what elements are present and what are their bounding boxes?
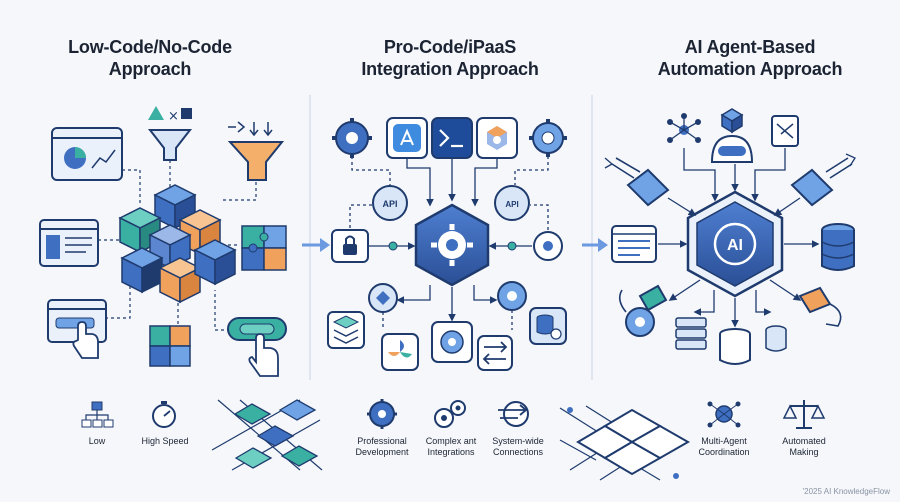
- gears-icon: [434, 400, 466, 428]
- funnel-orange-icon: [227, 121, 285, 181]
- connector-plug-icon: [790, 153, 856, 207]
- plug-cable-icon: [618, 284, 668, 313]
- pro-code-diagram: API API: [327, 117, 567, 371]
- puzzle-icon: [241, 225, 287, 271]
- dashboard-window-icon: [51, 127, 123, 181]
- section-title-ai-agent: AI Agent-Based Automation Approach: [657, 37, 843, 79]
- api-node-icon: API: [372, 185, 408, 221]
- gear-icon: [529, 119, 567, 157]
- circuit-blocks-icon: [211, 399, 323, 471]
- puzzle-bottom-icon: [149, 325, 191, 367]
- credit-text: '2025 AI KnowledgeFlow: [802, 487, 890, 496]
- app-logo-icon: [476, 117, 518, 159]
- feature-icons: [81, 399, 826, 481]
- route-node-icon: [368, 283, 398, 313]
- ai-label: AI: [727, 237, 743, 254]
- development-gear-icon: [367, 399, 397, 429]
- flow-arrow-icon: [302, 238, 330, 252]
- ai-agent-diagram: AI: [604, 108, 856, 365]
- section-title-pro-code: Pro-Code/iPaaS Integration Approach: [361, 37, 539, 79]
- api-node-icon: API: [494, 185, 530, 221]
- pinwheel-app-icon: [381, 333, 419, 371]
- stopwatch-icon: [152, 401, 176, 428]
- lock-icon: [331, 229, 369, 263]
- network-nodes-icon: [667, 113, 701, 143]
- database-icon: [821, 223, 855, 271]
- funnel-icon: [147, 129, 193, 161]
- settings-app-icon: [431, 321, 473, 363]
- arrows-circle-icon: [498, 401, 529, 427]
- database-small-icon: [765, 325, 787, 352]
- feature-label-low: Low: [88, 436, 106, 446]
- plug-cable-icon: [798, 286, 842, 327]
- api-label: API: [382, 199, 397, 209]
- integration-hub-icon: [414, 203, 490, 287]
- flow-arrow-icon: [582, 238, 608, 252]
- database-cylinder-icon: [719, 328, 751, 365]
- terminal-icon: [431, 117, 473, 159]
- feature-label-multi-agent-coordination: Multi-Agent Coordination: [698, 436, 750, 457]
- feature-label-high-speed: High Speed: [141, 436, 189, 446]
- balance-scale-icon: [782, 400, 826, 429]
- feature-label-system-wide-connections: System-wide Connections: [492, 436, 544, 457]
- database-settings-icon: [529, 307, 567, 345]
- multi-agent-icon: [707, 401, 741, 428]
- low-code-diagram: ×: [39, 106, 287, 377]
- app-store-icon: [386, 117, 428, 159]
- click-window-icon: [47, 299, 107, 359]
- agent-robot-icon: [710, 108, 754, 163]
- form-window-icon: [39, 219, 99, 267]
- layers-icon: [327, 311, 365, 349]
- svg-text:×: ×: [168, 109, 179, 124]
- server-stack-icon: [675, 317, 707, 350]
- feature-label-complex-integrations: Complex ant Integrations: [425, 436, 477, 457]
- gear-icon: [497, 281, 527, 311]
- list-window-icon: [611, 225, 657, 263]
- task-document-icon: [771, 115, 799, 147]
- swap-arrows-icon: [477, 335, 513, 371]
- section-title-low-code: Low-Code/No-Code Approach: [68, 37, 232, 79]
- ai-hub-icon: AI: [686, 190, 784, 298]
- shapes-icon: ×: [148, 106, 192, 124]
- hierarchy-icon: [81, 401, 114, 428]
- circuit-grid-icon: [559, 405, 691, 481]
- gear-icon: [332, 118, 372, 158]
- feature-label-automated-making: Automated Making: [782, 436, 826, 457]
- feature-label-professional-development: Professional Development: [355, 436, 409, 457]
- toggle-button-icon: [227, 317, 287, 377]
- gear-icon: [533, 231, 563, 261]
- building-blocks-icon: [118, 184, 237, 304]
- connector-plug-icon: [604, 157, 670, 207]
- api-label: API: [505, 200, 518, 209]
- gear-icon: [625, 307, 655, 337]
